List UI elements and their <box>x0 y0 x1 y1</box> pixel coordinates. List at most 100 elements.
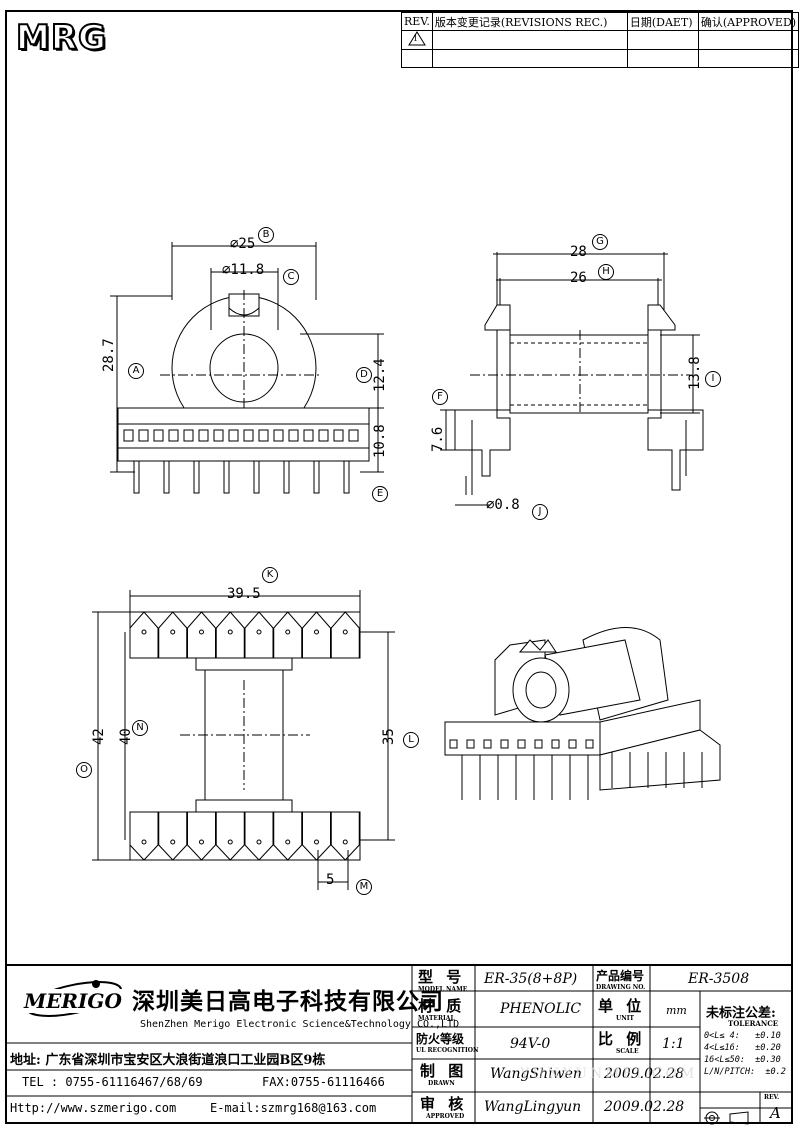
model-value: ER-35(8+8P) <box>484 971 578 987</box>
side-view <box>454 252 704 495</box>
front-slot <box>318 429 329 442</box>
company-email[interactable]: E-mail:szmrg168@163.com <box>210 1101 377 1115</box>
front-slot <box>183 429 194 442</box>
tag-h: H <box>598 259 614 280</box>
front-pin <box>163 460 170 494</box>
iso-slot <box>534 739 543 749</box>
bottom-pin-hole <box>199 839 204 845</box>
dim-c: ⌀11.8 <box>222 262 265 278</box>
dim-g: 28 <box>570 244 587 260</box>
approved-value: WangLingyun <box>484 1099 582 1115</box>
tag-l: L <box>403 727 419 748</box>
iso-slot <box>483 739 492 749</box>
top-pin-hole <box>256 629 262 635</box>
merigo-logo: MERIGO <box>22 975 126 1025</box>
front-slot <box>258 429 269 442</box>
top-tooth <box>129 611 159 659</box>
bottom-tooth <box>215 811 245 861</box>
front-slot <box>348 429 359 442</box>
company-url[interactable]: Http://www.szmerigo.com <box>10 1101 177 1115</box>
top-tooth <box>187 611 216 659</box>
top-pin-hole <box>285 629 291 635</box>
front-slot <box>168 429 179 442</box>
front-slot <box>333 429 344 442</box>
rev-mark: 1 <box>401 30 433 50</box>
bottom-tooth <box>273 811 303 861</box>
bottom-tooth <box>302 811 331 861</box>
dim-b: ⌀25 <box>230 236 256 252</box>
front-pin <box>193 460 200 494</box>
top-pin-hole <box>342 629 348 635</box>
company-name-cn: 深圳美日高电子科技有限公司 <box>132 988 444 1015</box>
iso-slot <box>449 739 458 749</box>
front-pin <box>283 460 290 494</box>
tag-n: N <box>132 715 148 736</box>
bottom-pin-hole <box>256 839 262 845</box>
drawn-value: WangShiwen <box>490 1066 582 1082</box>
top-pin-hole <box>227 629 233 635</box>
company-fax: FAX:0755-61116466 <box>262 1075 385 1089</box>
company-tel: TEL : 0755-61116467/68/69 <box>22 1075 203 1089</box>
rev-value: A <box>770 1104 781 1122</box>
dim-m: 5 <box>326 872 335 888</box>
approved-date: 2009.02.28 <box>604 1099 685 1115</box>
front-pin <box>223 460 230 494</box>
top-pin-hole <box>170 629 176 635</box>
iso-slot <box>466 739 475 749</box>
date-header: 日期(DAET) <box>626 12 699 31</box>
front-view-slots <box>123 429 359 442</box>
front-slot <box>228 429 239 442</box>
tolerance-sub: TOLERANCE <box>728 1019 779 1028</box>
bottom-pin-hole <box>285 839 291 845</box>
approved-header: 确认(APPROVED) <box>697 12 800 31</box>
watermark: YUNXUNMEI.COM <box>520 1066 698 1082</box>
projection-symbol-icon <box>704 1110 754 1129</box>
company-address: 地址: 广东省深圳市宝安区大浪街道浪口工业园B区9栋 <box>10 1053 326 1068</box>
top-tooth <box>273 611 303 659</box>
front-slot <box>198 429 209 442</box>
bottom-pin-hole <box>141 839 147 845</box>
front-slot <box>243 429 254 442</box>
dim-h: 26 <box>570 270 587 286</box>
bottom-pin-hole <box>170 839 176 845</box>
bottom-tooth <box>158 811 188 861</box>
top-pin-hole <box>141 629 147 635</box>
isometric-view <box>444 627 721 791</box>
iso-slot <box>500 739 509 749</box>
bottom-tooth <box>129 811 159 861</box>
tag-b: B <box>258 222 274 243</box>
front-pin <box>343 460 350 494</box>
company-name-en: ShenZhen Merigo Electronic Science&Techn… <box>140 1019 460 1030</box>
iso-slot <box>585 739 594 749</box>
tag-i: I <box>705 366 721 387</box>
front-slot <box>153 429 164 442</box>
top-tooth <box>244 611 274 659</box>
tag-c: C <box>283 264 299 285</box>
top-view <box>129 611 361 861</box>
bottom-pin-hole <box>342 839 348 845</box>
iso-slot <box>517 739 526 749</box>
front-slot <box>288 429 299 442</box>
top-tooth <box>330 611 360 659</box>
front-pin <box>313 460 320 494</box>
scale-value: 1:1 <box>662 1036 685 1052</box>
front-slot <box>273 429 284 442</box>
unit-value: mm <box>666 1004 687 1017</box>
tolerance-table: 0<L≤ 4: ±0.10 4<L≤16: ±0.20 16<L≤50: ±0.… <box>704 1031 786 1077</box>
iso-slot <box>551 739 560 749</box>
revisions-table: REV. 版本变更记录(REVISIONS REC.) 日期(DAET) 确认(… <box>401 12 800 68</box>
drawing-no-value: ER-3508 <box>688 971 750 987</box>
bottom-tooth <box>244 811 274 861</box>
top-pin-hole <box>314 629 319 635</box>
bottom-pin-hole <box>227 839 233 845</box>
front-slot <box>123 429 134 442</box>
front-pin <box>133 460 140 494</box>
